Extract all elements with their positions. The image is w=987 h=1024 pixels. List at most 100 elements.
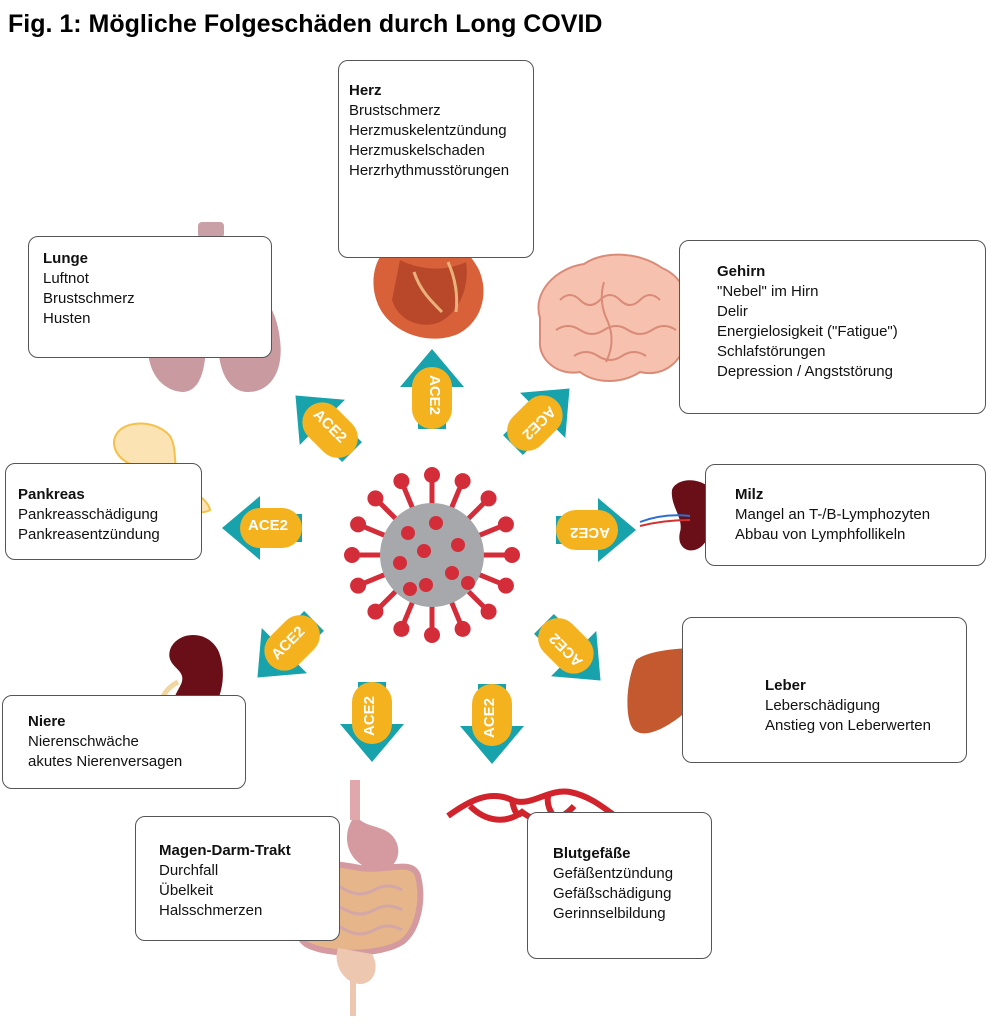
- virus-spike: [376, 588, 399, 611]
- arrow-pankreas: ACE2: [222, 496, 302, 560]
- symptom: Herzmuskelentzündung: [349, 122, 507, 139]
- virus-spike: [465, 499, 488, 522]
- symptom: Gefäßentzündung: [553, 865, 674, 882]
- arrow-blutgefaesse: ACE2: [460, 684, 524, 764]
- organ-name-blutgefaesse: Blutgefäße: [553, 845, 631, 862]
- box-lunge: Lunge Luftnot Brustschmerz Husten: [28, 236, 272, 358]
- virus-spike-tip: [497, 516, 514, 533]
- arrow-lunge: ACE2: [295, 395, 362, 462]
- virus-spike-tip: [350, 516, 367, 533]
- arrow-milz: ACE2: [556, 498, 636, 562]
- box-leber: Leber Leberschädigung Anstieg von Leberw…: [682, 617, 967, 763]
- virus-spike-tip: [367, 490, 384, 507]
- organ-name-magen-darm: Magen-Darm-Trakt: [159, 842, 291, 859]
- ace2-label: ACE2: [570, 524, 610, 541]
- virus-spike: [465, 588, 488, 611]
- virus-spike-tip: [393, 620, 410, 637]
- box-herz: Herz Brustschmerz Herzmuskelentzündung H…: [338, 60, 534, 258]
- virus-spike: [477, 523, 504, 539]
- symptom: Übelkeit: [159, 882, 214, 899]
- virus-spike-tip: [480, 603, 497, 620]
- organ-name-niere: Niere: [28, 713, 66, 730]
- ace2-pill: [240, 508, 302, 548]
- virus-spike-tip: [367, 603, 384, 620]
- virus-spike-tip: [497, 577, 514, 594]
- symptom: Energielosigkeit ("Fatigue"): [717, 323, 898, 340]
- virus-spike-tip: [393, 473, 410, 490]
- virus-dot: [417, 544, 431, 558]
- virus-spike: [360, 571, 387, 587]
- arrow-niere: ACE2: [257, 611, 324, 678]
- ace2-label: ACE2: [481, 698, 498, 738]
- ace2-pill: [412, 367, 452, 429]
- symptom: Gefäßschädigung: [553, 885, 672, 902]
- symptom: Delir: [717, 303, 748, 320]
- virus-spike-tip: [454, 473, 471, 490]
- symptom: Pankreasschädigung: [18, 506, 159, 523]
- organ-name-lunge: Lunge: [43, 250, 88, 267]
- virus-spike: [448, 483, 464, 510]
- ace2-pill: [264, 615, 320, 671]
- virus-dot: [403, 582, 417, 596]
- virus-spike-tip: [454, 620, 471, 637]
- box-magen-darm: Magen-Darm-Trakt Durchfall Übelkeit Hals…: [135, 816, 340, 941]
- virus-spike: [477, 571, 504, 587]
- box-blutgefaesse: Blutgefäße Gefäßentzündung Gefäßschädigu…: [527, 812, 712, 959]
- ace2-pill: [352, 682, 392, 744]
- organ-name-gehirn: Gehirn: [717, 263, 766, 280]
- arrow-herz: ACE2: [400, 349, 464, 429]
- virus-spike-tip: [424, 627, 440, 643]
- virus-dot: [429, 516, 443, 530]
- organ-name-leber: Leber: [765, 677, 806, 694]
- virus-spike: [448, 600, 464, 627]
- figure-title: Fig. 1: Mögliche Folgeschäden durch Long…: [8, 10, 603, 38]
- virus-spike-tip: [424, 467, 440, 483]
- arrow-leber: ACE2: [534, 614, 601, 681]
- symptom: Pankreasentzündung: [18, 526, 160, 543]
- ace2-pill: [302, 402, 358, 458]
- organ-name-herz: Herz: [349, 82, 382, 99]
- ace2-label: ACE2: [361, 696, 378, 736]
- virus-spike-tip: [504, 547, 520, 563]
- symptom: Herzmuskelschaden: [349, 142, 485, 159]
- ace2-pill: [472, 684, 512, 746]
- virus-spike-tip: [480, 490, 497, 507]
- virus-spike: [400, 483, 416, 510]
- ace2-pill: [556, 510, 618, 550]
- symptom: Durchfall: [159, 862, 219, 879]
- symptom: "Nebel" im Hirn: [717, 283, 819, 300]
- virus-spike-tip: [350, 577, 367, 594]
- arrow-magen-darm: ACE2: [340, 682, 404, 762]
- virus-spike-tip: [344, 547, 360, 563]
- symptom: Abbau von Lymphfollikeln: [735, 526, 906, 543]
- brain-icon: [537, 253, 690, 382]
- symptom: Brustschmerz: [349, 102, 441, 119]
- symptom: Brustschmerz: [43, 290, 135, 307]
- symptom: Herzrhythmusstörungen: [349, 162, 510, 179]
- symptom: Luftnot: [43, 270, 89, 287]
- virus-dot: [401, 526, 415, 540]
- symptom: Schlafstörungen: [717, 343, 826, 360]
- virus-spike: [400, 600, 416, 627]
- box-milz: Milz Mangel an T-/B-Lymphozyten Abbau vo…: [705, 464, 986, 566]
- symptom: Depression / Angststörung: [717, 363, 893, 380]
- organ-name-pankreas: Pankreas: [18, 486, 85, 503]
- box-niere: Niere Nierenschwäche akutes Nierenversag…: [2, 695, 246, 789]
- symptom: Leberschädigung: [765, 697, 881, 714]
- symptom: Mangel an T-/B-Lymphozyten: [735, 506, 931, 523]
- virus-spike: [376, 499, 399, 522]
- virus-icon: [344, 467, 520, 643]
- virus-dot: [419, 578, 433, 592]
- virus-dot: [393, 556, 407, 570]
- symptom: Halsschmerzen: [159, 902, 263, 919]
- symptom: Anstieg von Leberwerten: [765, 717, 931, 734]
- symptom: Husten: [43, 310, 91, 327]
- arrow-gehirn: ACE2: [503, 388, 570, 455]
- ace2-pill: [538, 618, 594, 674]
- box-gehirn: Gehirn "Nebel" im Hirn Delir Energielosi…: [679, 240, 986, 414]
- ace2-label: ACE2: [248, 517, 288, 534]
- symptom: akutes Nierenversagen: [28, 753, 183, 770]
- virus-dot: [461, 576, 475, 590]
- virus-spike: [360, 523, 387, 539]
